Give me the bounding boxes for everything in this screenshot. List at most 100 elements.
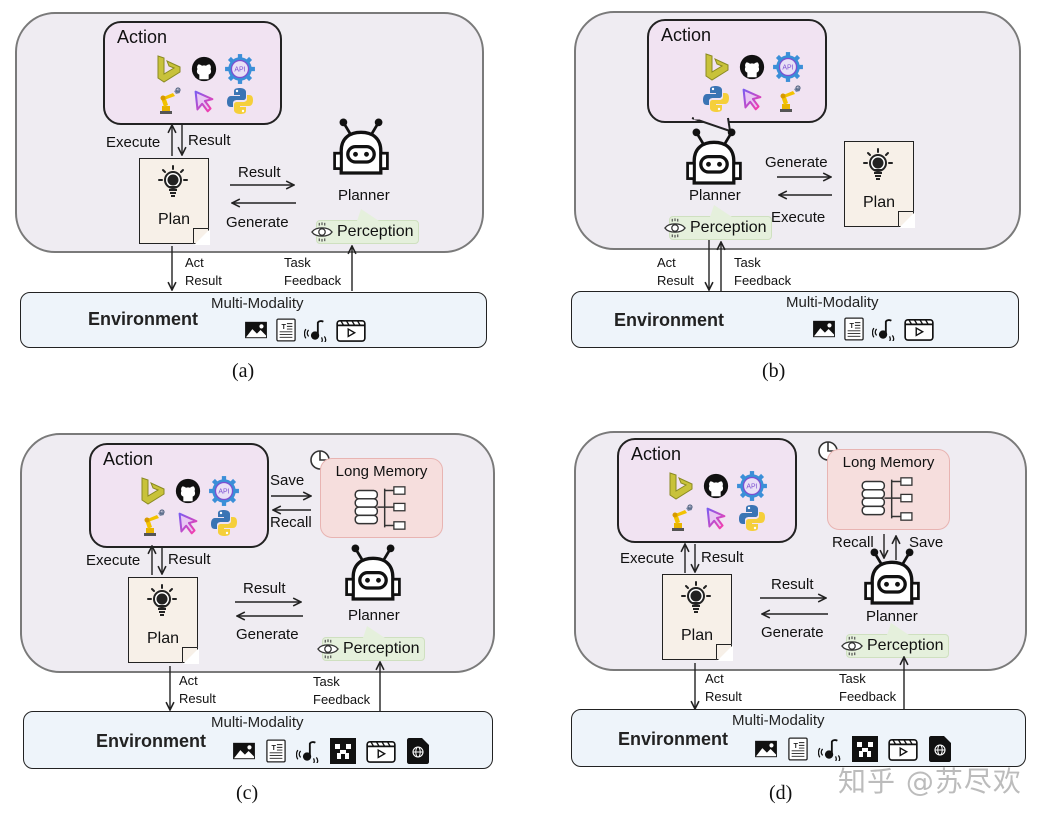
perception-box: Perception bbox=[316, 209, 419, 244]
python-icon bbox=[223, 85, 257, 117]
plan-document: Plan bbox=[844, 141, 915, 228]
execute-label: Execute bbox=[771, 209, 826, 226]
action-box: Action bbox=[89, 443, 269, 548]
planner-robot-icon bbox=[859, 548, 925, 614]
planner-label: Planner bbox=[866, 608, 918, 625]
caption-d: (d) bbox=[769, 782, 793, 804]
robot-arm-icon bbox=[771, 83, 805, 115]
execute-arrow bbox=[678, 541, 702, 573]
github-icon bbox=[187, 53, 221, 85]
environment-title: Environment bbox=[96, 731, 207, 751]
api-gear-icon bbox=[771, 51, 805, 83]
act-arrow bbox=[164, 666, 176, 712]
plan-document: Plan bbox=[128, 577, 199, 664]
plan-document: Plan bbox=[662, 574, 733, 661]
action-box: Action bbox=[617, 438, 797, 543]
act-arrow bbox=[703, 240, 727, 292]
api-gear-icon bbox=[735, 470, 769, 502]
lightbulb-icon bbox=[158, 165, 188, 201]
eye-icon bbox=[841, 635, 863, 657]
audio-icon bbox=[304, 318, 328, 342]
minecraft-icon bbox=[852, 736, 878, 762]
robot-arm-icon bbox=[151, 85, 185, 117]
planner-robot-icon bbox=[681, 128, 747, 194]
image-icon bbox=[244, 320, 268, 340]
lightbulb-icon bbox=[863, 148, 893, 184]
caption-c: (c) bbox=[236, 782, 259, 804]
image-icon bbox=[754, 739, 778, 759]
long-memory-title: Long Memory bbox=[335, 463, 428, 480]
image-icon bbox=[812, 319, 836, 339]
long-memory-box: Long Memory bbox=[827, 449, 950, 530]
cursor-icon bbox=[699, 502, 733, 534]
caption-b: (b) bbox=[762, 360, 786, 382]
environment-title: Environment bbox=[88, 309, 199, 329]
result-label: Result bbox=[701, 549, 744, 566]
web-icon bbox=[406, 737, 430, 765]
action-box: Action bbox=[103, 21, 282, 125]
api-gear-icon bbox=[223, 53, 257, 85]
text-icon bbox=[266, 739, 286, 763]
eye-icon bbox=[311, 221, 333, 243]
execute-label: Execute bbox=[620, 550, 675, 567]
save-label: Save bbox=[270, 472, 305, 489]
lightbulb-icon bbox=[681, 581, 711, 617]
recall-label: Recall bbox=[270, 514, 312, 531]
generate-label: Generate bbox=[761, 624, 824, 641]
generate-label: Generate bbox=[236, 626, 299, 643]
environment-box: Environment Multi-Modality bbox=[571, 709, 1026, 767]
database-icon bbox=[353, 485, 409, 531]
robot-arm-icon bbox=[135, 507, 169, 539]
perception-box: Perception bbox=[669, 205, 772, 240]
minecraft-icon bbox=[330, 738, 356, 764]
perception-label: Perception bbox=[337, 223, 414, 240]
long-memory-title: Long Memory bbox=[842, 454, 935, 471]
text-icon bbox=[276, 318, 296, 342]
video-icon bbox=[904, 317, 934, 341]
perception-label: Perception bbox=[867, 637, 944, 654]
planner-robot-icon bbox=[340, 544, 406, 610]
environment-title: Environment bbox=[618, 729, 729, 749]
bing-icon bbox=[699, 51, 733, 83]
bing-icon bbox=[663, 470, 697, 502]
cursor-icon bbox=[171, 507, 205, 539]
multimodality-title: Multi-Modality bbox=[786, 294, 879, 311]
result-mid-label: Result bbox=[771, 576, 814, 593]
execute-arrow bbox=[165, 122, 189, 156]
text-icon bbox=[788, 737, 808, 761]
planner-label: Planner bbox=[689, 187, 741, 204]
image-icon bbox=[232, 741, 256, 761]
bing-icon bbox=[135, 475, 169, 507]
perception-box: Perception bbox=[322, 626, 425, 661]
lightbulb-icon bbox=[147, 584, 177, 620]
environment-box: Environment Multi-Modality bbox=[20, 292, 487, 348]
github-icon bbox=[699, 470, 733, 502]
python-icon bbox=[735, 502, 769, 534]
caption-a: (a) bbox=[232, 360, 255, 382]
result-label: Result bbox=[168, 551, 211, 568]
cursor-icon bbox=[187, 85, 221, 117]
audio-icon bbox=[818, 737, 842, 761]
recall-save-arrows bbox=[878, 534, 902, 560]
generate-label: Generate bbox=[765, 154, 828, 171]
action-bubble: Action bbox=[647, 19, 827, 123]
perception-label: Perception bbox=[343, 640, 420, 657]
generate-arrow bbox=[777, 170, 832, 200]
web-icon bbox=[928, 735, 952, 763]
robot-arm-icon bbox=[663, 502, 697, 534]
result-label: Result bbox=[188, 132, 231, 149]
planner-label: Planner bbox=[348, 607, 400, 624]
panel-c: Action Save Recall Long Memory Execute R… bbox=[0, 420, 520, 820]
execute-arrow bbox=[145, 543, 169, 575]
plan-label: Plan bbox=[680, 627, 714, 644]
bing-icon bbox=[151, 53, 185, 85]
save-arrow bbox=[271, 490, 315, 516]
execute-label: Execute bbox=[106, 134, 161, 151]
perception-box: Perception bbox=[846, 623, 949, 658]
plan-label: Plan bbox=[862, 194, 896, 211]
github-icon bbox=[735, 51, 769, 83]
audio-icon bbox=[296, 739, 320, 763]
